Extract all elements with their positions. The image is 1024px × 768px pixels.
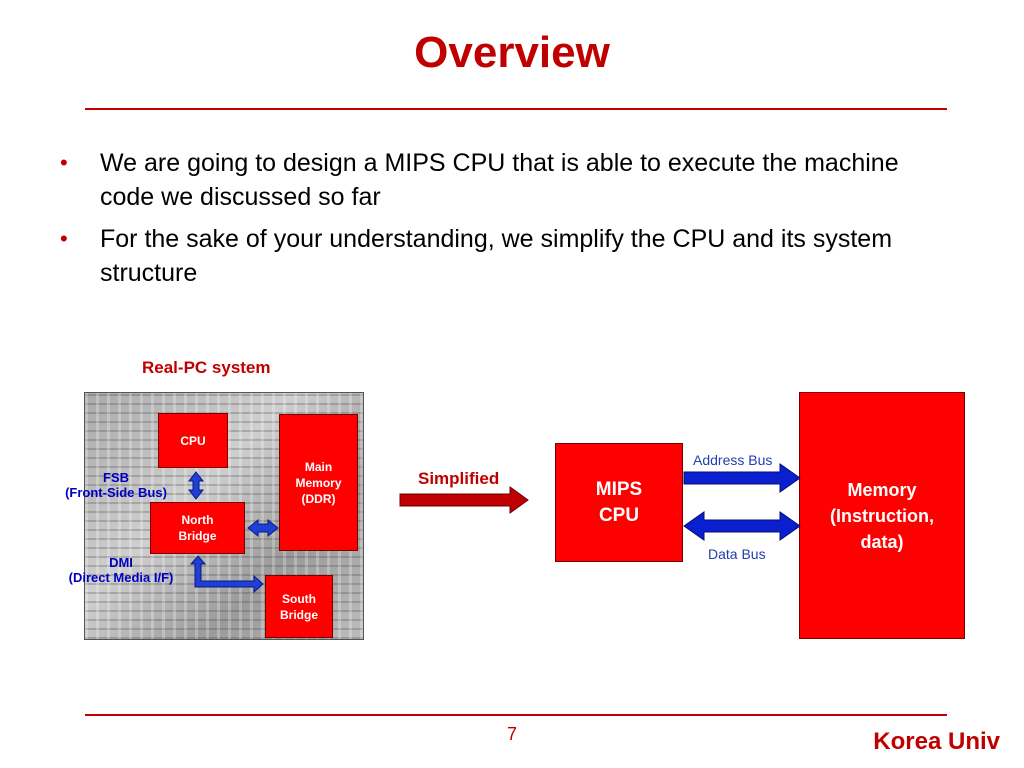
fsb-label-line: FSB bbox=[103, 470, 129, 485]
mips-cpu-line: MIPS bbox=[595, 478, 643, 500]
memory-box: Memory (Instruction, data) bbox=[799, 392, 965, 639]
south-bridge-box: South Bridge bbox=[265, 575, 333, 638]
fsb-label-line: (Front-Side Bus) bbox=[65, 485, 167, 500]
bullet-icon: • bbox=[60, 226, 68, 251]
bullet-icon: • bbox=[60, 150, 68, 175]
data-bus-label: Data Bus bbox=[708, 546, 766, 562]
simplified-label: Simplified bbox=[418, 469, 500, 488]
dmi-label-line: (Direct Media I/F) bbox=[68, 570, 174, 585]
mips-cpu-box: MIPS CPU bbox=[555, 443, 683, 562]
address-bus-label: Address Bus bbox=[693, 452, 773, 468]
mips-cpu-line: CPU bbox=[598, 504, 640, 526]
memory-line: Memory bbox=[847, 479, 917, 500]
dmi-label-line: DMI bbox=[109, 555, 133, 570]
real-pc-caption: Real-PC system bbox=[142, 358, 271, 377]
dmi-label: DMI (Direct Media I/F) bbox=[52, 555, 190, 585]
simplified-arrow bbox=[399, 486, 529, 514]
south-bridge-line: South bbox=[282, 591, 316, 606]
bus-arrows bbox=[683, 463, 801, 541]
brand-label: Korea Univ bbox=[873, 728, 1000, 755]
north-bridge-line: Bridge bbox=[178, 529, 217, 543]
data-bus-arrow bbox=[683, 511, 801, 541]
slide-title: Overview bbox=[414, 28, 610, 77]
cpu-label: CPU bbox=[180, 433, 206, 448]
bullet-text: For the sake of your understanding, we s… bbox=[100, 225, 893, 287]
address-bus-arrow bbox=[683, 463, 801, 493]
fsb-arrow bbox=[187, 471, 205, 500]
memory-line: data) bbox=[860, 531, 904, 552]
bullet-list: • We are going to design a MIPS CPU that … bbox=[60, 146, 940, 298]
north-bridge-box: North Bridge bbox=[150, 502, 245, 554]
page-number: 7 bbox=[506, 724, 517, 744]
main-memory-line: Main bbox=[304, 459, 333, 474]
north-bridge-line: North bbox=[181, 513, 214, 527]
fsb-label: FSB (Front-Side Bus) bbox=[52, 470, 180, 500]
main-memory-line: Memory bbox=[295, 475, 342, 490]
footer-divider bbox=[85, 714, 947, 716]
cpu-box: CPU bbox=[158, 413, 228, 468]
bullet-item: • For the sake of your understanding, we … bbox=[60, 222, 940, 290]
main-memory-box: Main Memory (DDR) bbox=[279, 414, 358, 551]
south-bridge-line: Bridge bbox=[279, 607, 318, 622]
bullet-text: We are going to design a MIPS CPU that i… bbox=[100, 149, 899, 211]
bullet-item: • We are going to design a MIPS CPU that … bbox=[60, 146, 940, 214]
title-divider bbox=[85, 108, 947, 110]
memory-line: (Instruction, bbox=[830, 505, 934, 526]
nb-memory-arrow bbox=[247, 518, 279, 538]
dmi-arrow bbox=[189, 555, 264, 594]
main-memory-line: (DDR) bbox=[301, 491, 336, 506]
